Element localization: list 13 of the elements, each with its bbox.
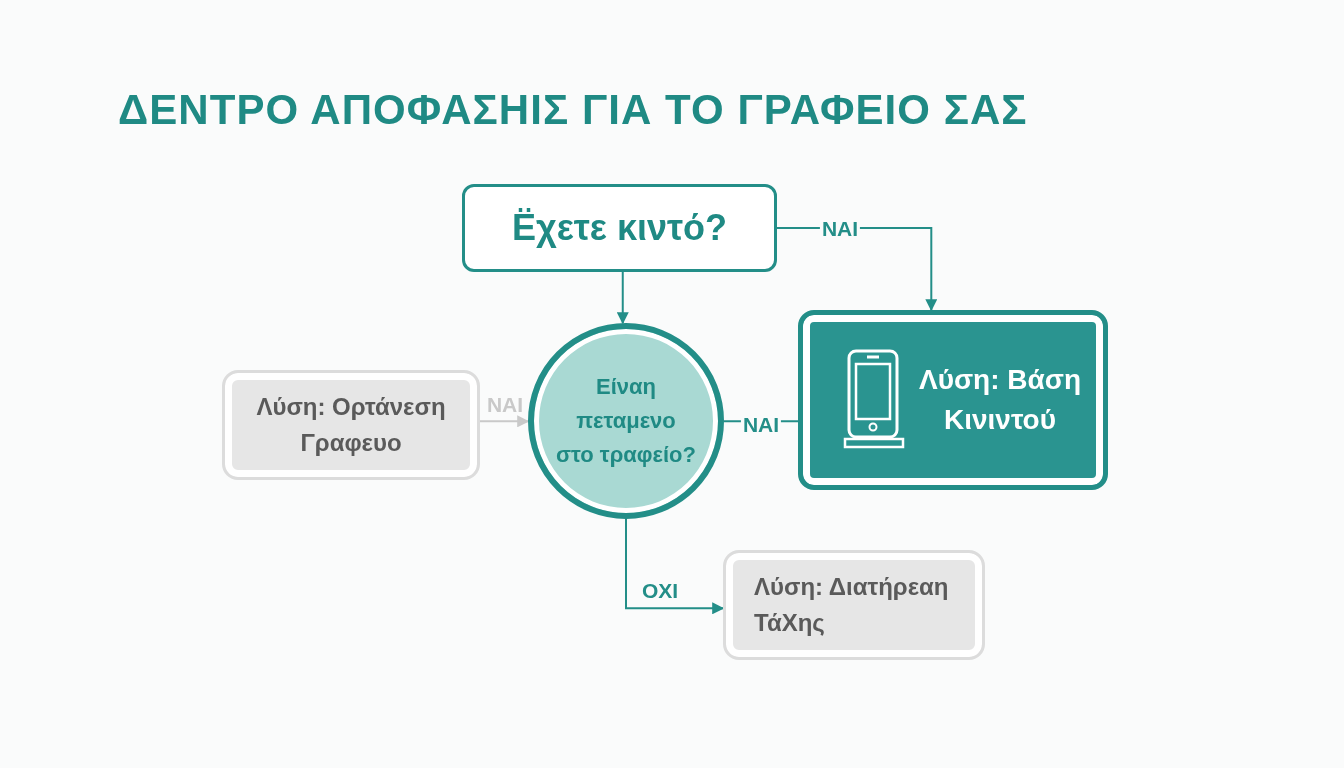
solution-box [222,370,480,480]
arrow [479,415,530,428]
solution-box [798,310,1108,490]
solution-box [723,550,985,660]
node-text: Λύση: Διατήρεαη ΤάΧης [754,573,949,636]
node-text: Λύση: Βάση Κινιντού [918,363,1082,437]
question-box [462,184,777,272]
node-text: Ëχετε κιντό? [511,206,728,250]
node-text: Λύση: Ορτάνεση Γραφευο [256,393,446,456]
node-text: Είναη πεταμενο στο τραφείο? [556,373,696,469]
arrow [625,518,725,615]
diagram-title: ΔΕΝΤΡΟ ΑΠΟΦΑΣΗΙΣ ΓΙΑ ΤΟ ΓΡΑΦΕΙΟ ΣΑΣ [118,85,1028,135]
arrow [616,271,629,325]
